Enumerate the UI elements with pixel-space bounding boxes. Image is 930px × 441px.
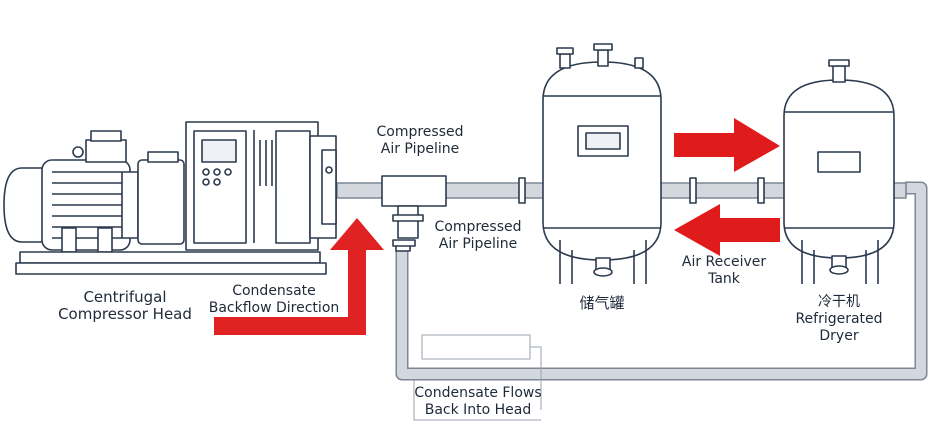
- receiver-tank-label-line-2: Tank: [708, 271, 740, 287]
- condensate-flows-label-line-1: Condensate Flows: [414, 385, 542, 401]
- pipeline-top-label: Compressed Air Pipeline: [376, 124, 463, 158]
- receiver-tank-label-line-1: Air Receiver: [681, 254, 767, 270]
- electric-motor: [3, 130, 139, 253]
- condensate-flows-label-line-2: Back Into Head: [424, 402, 532, 418]
- pipeline-mid-label-line-1: Compressed: [434, 219, 522, 235]
- compressor-head-label: Centrifugal Compressor Head: [58, 289, 192, 323]
- compressor-cabinet: [185, 121, 337, 251]
- pipeline-top-label-line-1: Compressed: [376, 124, 464, 140]
- condensate-backflow-label-line-2: Backflow Direction: [208, 300, 340, 316]
- compressor-head-label-line-1: Centrifugal: [83, 288, 167, 306]
- pipeline-top-label-line-2: Air Pipeline: [380, 141, 460, 157]
- pipe-tee-fitting: [381, 175, 447, 247]
- refrigerated-dryer: [783, 59, 895, 284]
- dryer-label-line-2: Dryer: [819, 328, 859, 344]
- condensate-backflow-label: Condensate Backflow Direction: [209, 283, 340, 317]
- storage-tank-cn-label: 储气罐: [579, 294, 625, 312]
- receiver-tank-label: Air Receiver Tank: [682, 254, 766, 288]
- compressor-head-label-line-2: Compressor Head: [58, 305, 192, 323]
- skid-base: [15, 251, 327, 275]
- dryer-cn-label: 冷干机: [818, 294, 860, 310]
- air-receiver-tank: [542, 43, 662, 284]
- coupling-housing: [137, 151, 185, 245]
- condensate-backflow-label-line-1: Condensate: [232, 283, 316, 299]
- dryer-label: 冷干机 Refrigerated Dryer: [795, 294, 882, 345]
- pipeline-mid-label-line-2: Air Pipeline: [438, 236, 518, 252]
- return-flow-arrow: [674, 204, 780, 256]
- pipeline-mid-label: Compressed Air Pipeline: [434, 219, 521, 253]
- condensate-flows-label: Condensate Flows Back Into Head: [414, 385, 541, 419]
- dryer-label-line-1: Refrigerated: [795, 311, 883, 327]
- condensate-label-box: [413, 334, 542, 421]
- forward-flow-arrow: [674, 118, 780, 172]
- condensate-backflow-arrow: [214, 218, 384, 335]
